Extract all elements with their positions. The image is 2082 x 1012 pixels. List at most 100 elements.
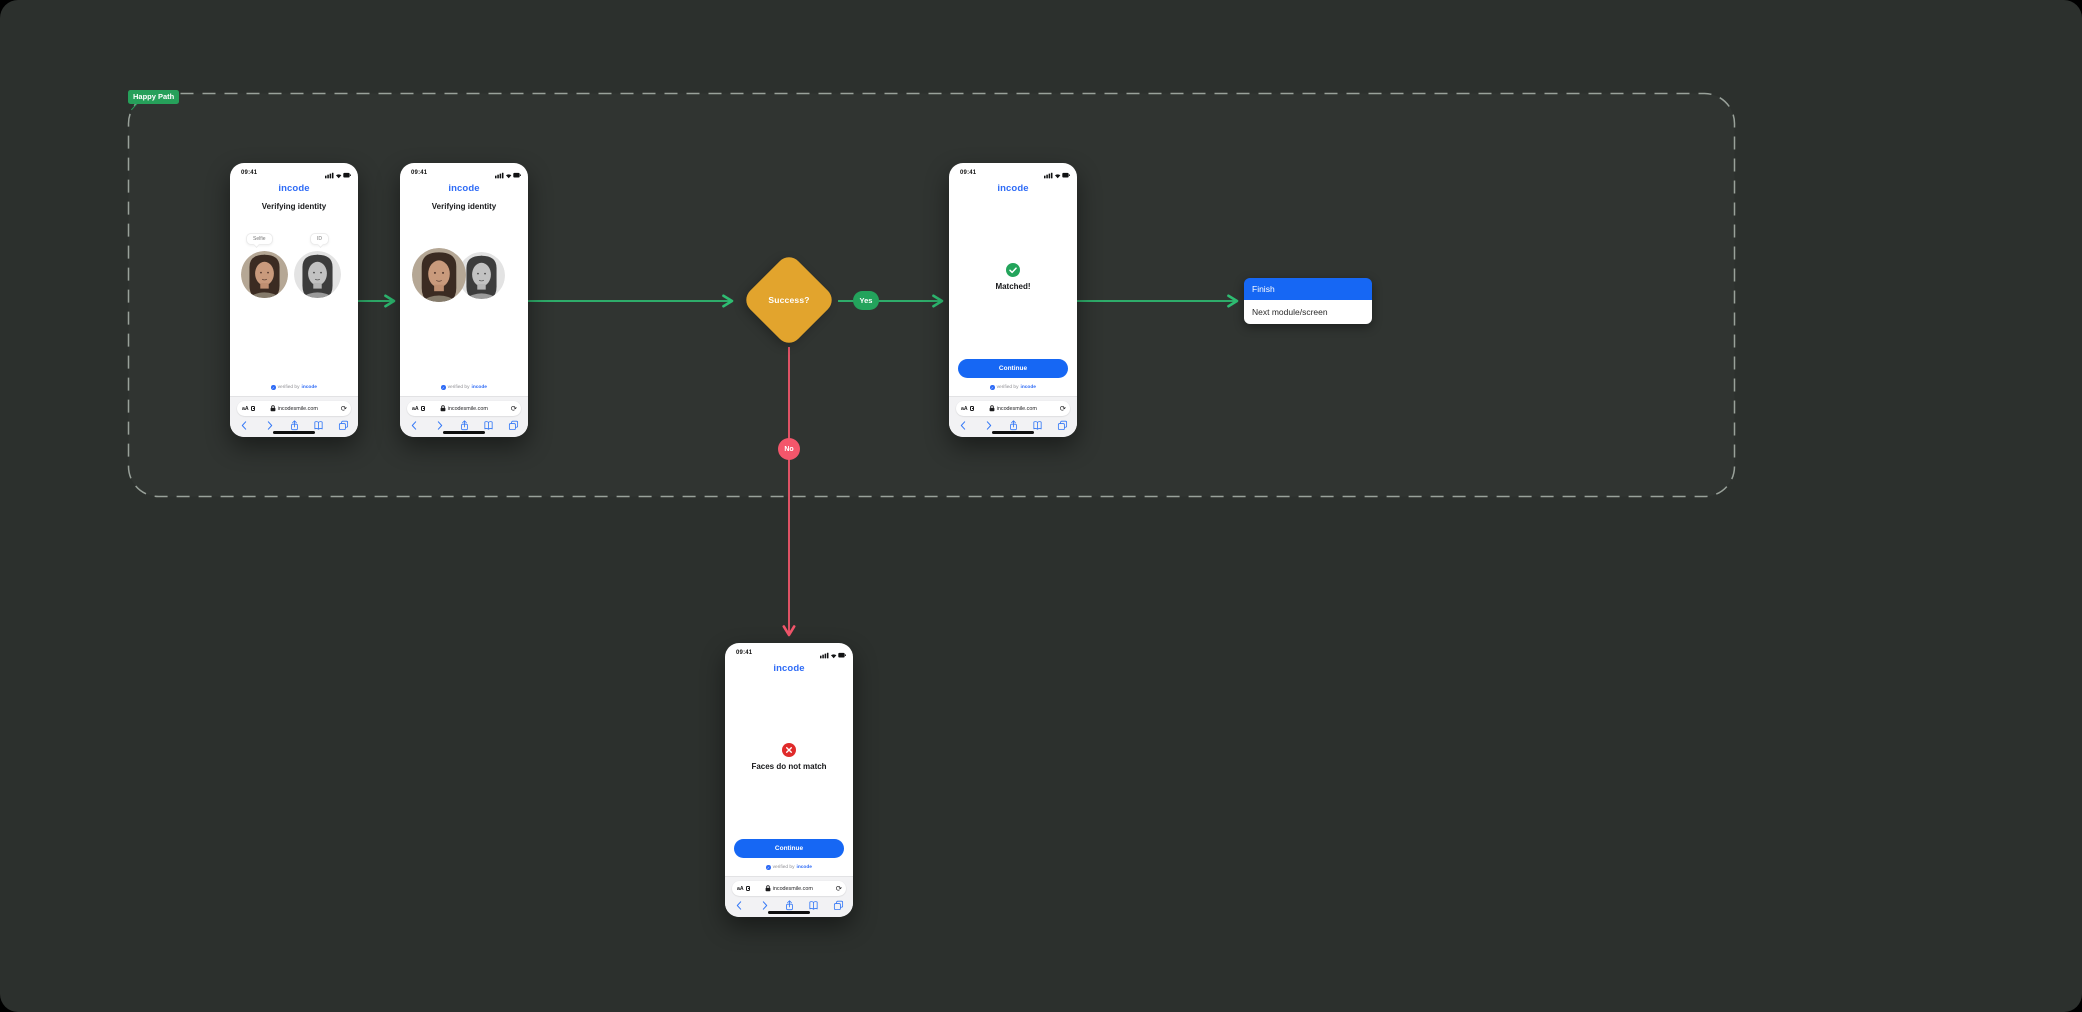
back-icon[interactable] xyxy=(239,420,250,431)
verified-brand: incode xyxy=(471,385,487,390)
share-icon[interactable] xyxy=(784,899,795,911)
outcome-menu: Finish Next module/screen xyxy=(1244,278,1372,324)
forward-icon[interactable] xyxy=(434,420,445,431)
refresh-icon[interactable]: ⟳ xyxy=(510,403,517,413)
back-icon[interactable] xyxy=(409,420,420,431)
section-label[interactable]: Happy Path xyxy=(128,90,180,104)
selfie-photo xyxy=(241,251,288,298)
refresh-icon[interactable]: ⟳ xyxy=(835,883,842,893)
refresh-icon[interactable]: ⟳ xyxy=(340,403,347,413)
bookmarks-icon[interactable] xyxy=(808,900,819,911)
home-indicator xyxy=(992,430,1034,434)
address-bar[interactable]: aA incodesmile.com ⟳ xyxy=(732,881,846,896)
decision-diamond[interactable]: Success? xyxy=(740,251,838,349)
safari-toolbar xyxy=(239,419,349,431)
back-icon[interactable] xyxy=(958,420,969,431)
yes-pill[interactable]: Yes xyxy=(853,291,879,310)
status-bar-icons xyxy=(1044,172,1070,179)
safari-chrome: aA incodesmile.com ⟳ xyxy=(230,396,358,437)
menu-item-next-module[interactable]: Next module/screen xyxy=(1244,300,1372,324)
tabs-icon[interactable] xyxy=(338,420,349,431)
share-icon[interactable] xyxy=(289,419,300,431)
incode-logo: incode xyxy=(997,183,1029,194)
verified-check-icon: ✓ xyxy=(441,385,446,390)
verified-by-badge: ✓ verified by incode xyxy=(400,385,528,390)
verified-brand: incode xyxy=(301,385,317,390)
id-tag: ID xyxy=(310,233,329,245)
forward-icon[interactable] xyxy=(264,420,275,431)
verified-brand: incode xyxy=(1020,385,1036,390)
continue-button[interactable]: Continue xyxy=(958,359,1068,378)
home-indicator xyxy=(273,430,315,434)
safari-chrome: aA incodesmile.com ⟳ xyxy=(400,396,528,437)
bookmarks-icon[interactable] xyxy=(1032,420,1043,431)
extensions-icon xyxy=(745,886,751,891)
extensions-icon xyxy=(420,406,426,411)
no-pill[interactable]: No xyxy=(778,438,800,460)
safari-toolbar xyxy=(409,419,519,431)
phone-no-match[interactable]: 09:41 incode Faces do not match Continue… xyxy=(725,643,853,917)
text-size-button[interactable]: aA xyxy=(412,405,419,412)
tabs-icon[interactable] xyxy=(508,420,519,431)
verified-by-badge: ✓ verified by incode xyxy=(725,865,853,870)
safari-chrome: aA incodesmile.com ⟳ xyxy=(949,396,1077,437)
padlock-icon xyxy=(765,885,772,892)
address-bar[interactable]: aA incodesmile.com ⟳ xyxy=(407,401,521,416)
url-text: incodesmile.com xyxy=(996,405,1037,412)
address-bar[interactable]: aA incodesmile.com ⟳ xyxy=(237,401,351,416)
share-icon[interactable] xyxy=(459,419,470,431)
incode-logo: incode xyxy=(773,663,805,674)
status-time: 09:41 xyxy=(960,170,977,176)
url-text: incodesmile.com xyxy=(277,405,318,412)
verified-check-icon: ✓ xyxy=(271,385,276,390)
status-bar-icons xyxy=(820,652,846,659)
safari-toolbar xyxy=(734,899,844,911)
happy-path-section xyxy=(127,92,1736,498)
verified-check-icon: ✓ xyxy=(990,385,995,390)
verified-by-text: verified by xyxy=(996,385,1019,390)
success-check-icon xyxy=(1006,263,1020,277)
text-size-button[interactable]: aA xyxy=(242,405,249,412)
screen-title: Verifying identity xyxy=(431,202,497,211)
forward-icon[interactable] xyxy=(759,900,770,911)
result-text: Matched! xyxy=(995,282,1031,291)
safari-chrome: aA incodesmile.com ⟳ xyxy=(725,876,853,917)
bookmarks-icon[interactable] xyxy=(483,420,494,431)
verified-check-icon: ✓ xyxy=(766,865,771,870)
screen-title: Verifying identity xyxy=(261,202,327,211)
verified-by-badge: ✓ verified by incode xyxy=(230,385,358,390)
share-icon[interactable] xyxy=(1008,419,1019,431)
result-text: Faces do not match xyxy=(751,762,827,771)
text-size-button[interactable]: aA xyxy=(737,885,744,892)
phone-verify-2[interactable]: 09:41 incode Verifying identity ✓ verifi… xyxy=(400,163,528,437)
safari-toolbar xyxy=(958,419,1068,431)
verified-by-text: verified by xyxy=(772,865,795,870)
phone-matched[interactable]: 09:41 incode Matched! Continue ✓ verifie… xyxy=(949,163,1077,437)
text-size-button[interactable]: aA xyxy=(961,405,968,412)
selfie-tag: Selfie xyxy=(246,233,273,245)
verified-by-badge: ✓ verified by incode xyxy=(949,385,1077,390)
home-indicator xyxy=(768,910,810,914)
padlock-icon xyxy=(989,405,996,412)
forward-icon[interactable] xyxy=(983,420,994,431)
status-bar-icons xyxy=(495,172,521,179)
tabs-icon[interactable] xyxy=(833,900,844,911)
verified-by-text: verified by xyxy=(277,385,300,390)
url-text: incodesmile.com xyxy=(447,405,488,412)
back-icon[interactable] xyxy=(734,900,745,911)
home-indicator xyxy=(443,430,485,434)
refresh-icon[interactable]: ⟳ xyxy=(1059,403,1066,413)
extensions-icon xyxy=(250,406,256,411)
bookmarks-icon[interactable] xyxy=(313,420,324,431)
continue-button[interactable]: Continue xyxy=(734,839,844,858)
tabs-icon[interactable] xyxy=(1057,420,1068,431)
incode-logo: incode xyxy=(278,183,310,194)
selfie-photo xyxy=(412,248,466,302)
decision-label: Success? xyxy=(768,295,810,305)
menu-item-finish[interactable]: Finish xyxy=(1244,278,1372,300)
phone-verify-1[interactable]: 09:41 incode Verifying identity Selfie I… xyxy=(230,163,358,437)
address-bar[interactable]: aA incodesmile.com ⟳ xyxy=(956,401,1070,416)
